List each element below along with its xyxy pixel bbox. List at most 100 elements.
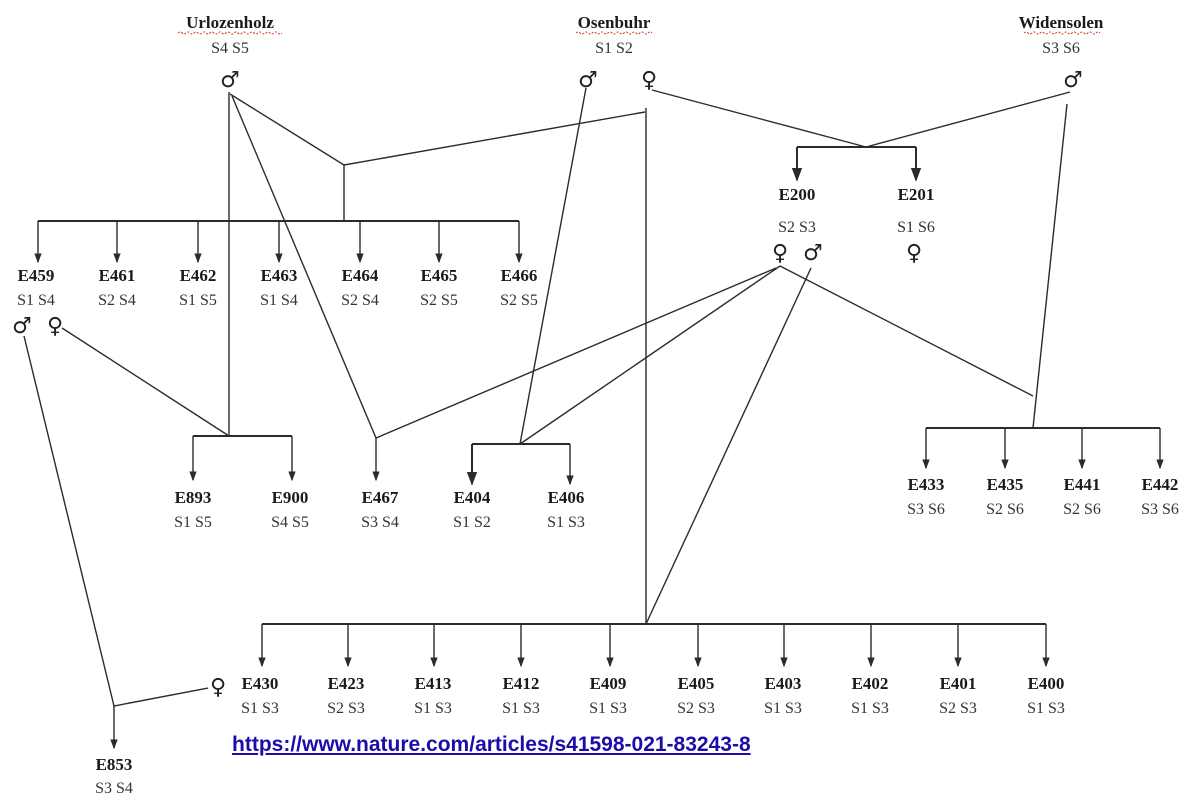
individual-id: E401 xyxy=(940,674,977,693)
spellcheck-underline xyxy=(575,31,653,35)
individual-e441: E441 S2 S6 xyxy=(1063,475,1101,518)
female-symbol-icon: ♀ xyxy=(906,241,922,266)
individual-e401: E401 S2 S3 xyxy=(939,674,977,717)
individual-e462: E462 S1 S5 xyxy=(179,266,217,309)
individual-e200: E200 S2 S3 ♀ ♂ xyxy=(772,185,823,266)
individual-e459: E459 S1 S4 ♂ ♀ xyxy=(12,266,63,339)
individual-e402: E402 S1 S3 xyxy=(851,674,889,717)
individual-e430: ♀ E430 S1 S3 xyxy=(210,674,279,717)
individual-genotype: S1 S3 xyxy=(241,700,279,717)
individual-id: E404 xyxy=(454,488,491,507)
individual-genotype: S1 S3 xyxy=(502,700,540,717)
individual-genotype: S2 S3 xyxy=(939,700,977,717)
individual-genotype: S1 S3 xyxy=(1027,700,1065,717)
individual-e423: E423 S2 S3 xyxy=(327,674,365,717)
spellcheck-underline xyxy=(1023,31,1101,35)
individual-genotype: S1 S3 xyxy=(851,700,889,717)
male-symbol-icon: ♂ xyxy=(12,314,32,339)
individual-id: E466 xyxy=(501,266,538,285)
founder-urlozenholz: Urlozenholz S4 S5 ♂ xyxy=(177,13,283,93)
individual-genotype: S1 S2 xyxy=(453,514,491,531)
individual-id: E900 xyxy=(272,488,309,507)
male-symbol-icon: ♂ xyxy=(578,68,598,93)
individual-genotype: S2 S6 xyxy=(986,501,1024,518)
individual-id: E463 xyxy=(261,266,298,285)
individual-e893: E893 S1 S5 xyxy=(174,488,212,531)
individual-e461: E461 S2 S4 xyxy=(98,266,136,309)
founder-widensolen: Widensolen S3 S6 ♂ xyxy=(1019,13,1104,93)
individual-e900: E900 S4 S5 xyxy=(271,488,309,531)
individual-genotype: S4 S5 xyxy=(271,514,309,531)
individual-id: E423 xyxy=(328,674,365,693)
individual-e404: E404 S1 S2 xyxy=(453,488,491,531)
individual-id: E402 xyxy=(852,674,889,693)
individual-e466: E466 S2 S5 xyxy=(500,266,538,309)
individual-genotype: S1 S3 xyxy=(547,514,585,531)
individual-e442: E442 S3 S6 xyxy=(1141,475,1179,518)
individual-genotype: S3 S4 xyxy=(361,514,399,531)
individual-genotype: S2 S5 xyxy=(420,292,458,309)
individual-id: E461 xyxy=(99,266,136,285)
individual-id: E413 xyxy=(415,674,452,693)
spellcheck-underline xyxy=(177,31,283,35)
female-symbol-icon: ♀ xyxy=(772,241,788,266)
male-symbol-icon: ♂ xyxy=(1063,68,1083,93)
male-symbol-icon: ♂ xyxy=(220,68,240,93)
individual-id: E405 xyxy=(678,674,715,693)
female-symbol-icon: ♀ xyxy=(641,68,657,93)
individual-e464: E464 S2 S4 xyxy=(341,266,379,309)
individual-id: E465 xyxy=(421,266,458,285)
individual-id: E442 xyxy=(1142,475,1179,494)
individual-e853: E853 S3 S4 xyxy=(95,755,133,797)
individual-e403: E403 S1 S3 xyxy=(764,674,802,717)
individual-id: E462 xyxy=(180,266,217,285)
individual-genotype: S2 S6 xyxy=(1063,501,1101,518)
individual-id: E403 xyxy=(765,674,802,693)
founder-genotype: S4 S5 xyxy=(211,40,249,57)
individual-id: E459 xyxy=(18,266,55,285)
individual-id: E400 xyxy=(1028,674,1065,693)
individual-genotype: S1 S6 xyxy=(897,219,935,236)
founder-genotype: S3 S6 xyxy=(1042,40,1080,57)
individual-e463: E463 S1 S4 xyxy=(260,266,298,309)
founder-genotype: S1 S2 xyxy=(595,40,633,57)
individual-genotype: S2 S3 xyxy=(778,219,816,236)
individual-genotype: S2 S4 xyxy=(98,292,136,309)
founder-name: Urlozenholz xyxy=(186,13,274,32)
individual-id: E430 xyxy=(242,674,279,693)
individual-id: E467 xyxy=(362,488,399,507)
individual-genotype: S2 S3 xyxy=(677,700,715,717)
individual-e406: E406 S1 S3 xyxy=(547,488,585,531)
individual-id: E412 xyxy=(503,674,540,693)
individual-genotype: S2 S5 xyxy=(500,292,538,309)
source-link[interactable]: https://www.nature.com/articles/s41598-0… xyxy=(232,733,751,756)
individual-genotype: S2 S3 xyxy=(327,700,365,717)
individual-e433: E433 S3 S6 xyxy=(907,475,945,518)
individual-e201: E201 S1 S6 ♀ xyxy=(897,185,935,266)
individual-genotype: S1 S5 xyxy=(174,514,212,531)
individual-e435: E435 S2 S6 xyxy=(986,475,1024,518)
individual-id: E853 xyxy=(96,755,133,774)
individual-id: E433 xyxy=(908,475,945,494)
individual-genotype: S3 S4 xyxy=(95,780,133,797)
individual-e465: E465 S2 S5 xyxy=(420,266,458,309)
individual-id: E893 xyxy=(175,488,212,507)
founder-osenbuhr: Osenbuhr S1 S2 ♂ ♀ xyxy=(575,13,657,93)
individual-genotype: S1 S4 xyxy=(17,292,55,309)
individual-id: E406 xyxy=(548,488,585,507)
individual-e405: E405 S2 S3 xyxy=(677,674,715,717)
individual-e413: E413 S1 S3 xyxy=(414,674,452,717)
male-symbol-icon: ♂ xyxy=(803,241,823,266)
individual-genotype: S1 S3 xyxy=(589,700,627,717)
female-symbol-icon: ♀ xyxy=(210,675,226,700)
individual-genotype: S3 S6 xyxy=(1141,501,1179,518)
founder-name: Widensolen xyxy=(1019,13,1104,32)
individual-genotype: S1 S5 xyxy=(179,292,217,309)
individual-id: E464 xyxy=(342,266,379,285)
individual-id: E435 xyxy=(987,475,1024,494)
individual-genotype: S2 S4 xyxy=(341,292,379,309)
individual-e409: E409 S1 S3 xyxy=(589,674,627,717)
individual-genotype: S1 S3 xyxy=(414,700,452,717)
individual-e467: E467 S3 S4 xyxy=(361,488,399,531)
female-symbol-icon: ♀ xyxy=(47,314,63,339)
